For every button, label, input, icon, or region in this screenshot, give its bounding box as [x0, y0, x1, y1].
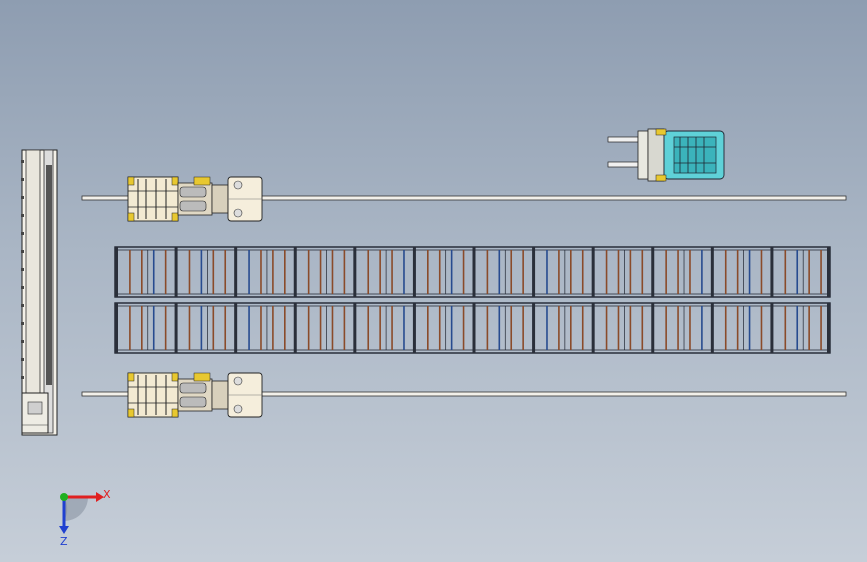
- rack-post: [770, 303, 774, 353]
- rack-post: [412, 303, 416, 353]
- rack-post: [827, 247, 830, 297]
- rack-post: [412, 247, 416, 297]
- rack-post: [710, 303, 714, 353]
- rack-post: [651, 247, 655, 297]
- bottom-linear-rail: [81, 391, 847, 397]
- roller-rack-top: [114, 246, 831, 298]
- roller-rack-bottom: [114, 302, 831, 354]
- rack-post: [710, 247, 714, 297]
- track-bolt: [21, 196, 24, 199]
- rack-post: [174, 247, 178, 297]
- track-bolt: [21, 304, 24, 307]
- x-axis-label: X: [103, 488, 111, 501]
- track-bolt: [21, 178, 24, 181]
- rack-post: [293, 303, 297, 353]
- forklift[interactable]: [607, 128, 725, 182]
- track-bolt: [21, 250, 24, 253]
- track-bolt: [21, 232, 24, 235]
- track-bolt: [21, 322, 24, 325]
- track-bolt: [21, 286, 24, 289]
- rack-post: [472, 247, 476, 297]
- rack-post: [827, 303, 830, 353]
- rack-post: [353, 303, 357, 353]
- axis-triad: X Z: [59, 488, 111, 548]
- track-bolt: [21, 214, 24, 217]
- track-bolt: [21, 358, 24, 361]
- track-bolt: [21, 340, 24, 343]
- track-bolt: [21, 376, 24, 379]
- rack-post: [532, 247, 536, 297]
- rack-post: [174, 303, 178, 353]
- top-transfer-robot[interactable]: [127, 176, 263, 222]
- y-axis-dot: [60, 493, 68, 501]
- rack-post: [115, 247, 118, 297]
- track-bolt: [21, 160, 24, 163]
- rack-post: [472, 303, 476, 353]
- rack-post: [115, 303, 118, 353]
- rack-post: [651, 303, 655, 353]
- top-linear-rail: [81, 195, 847, 201]
- left-vertical-track: [21, 149, 58, 436]
- rack-post: [353, 247, 357, 297]
- rack-post: [293, 247, 297, 297]
- bottom-transfer-robot[interactable]: [127, 372, 263, 418]
- rack-post: [770, 247, 774, 297]
- rack-post: [591, 247, 595, 297]
- rack-post: [234, 247, 238, 297]
- rack-post: [591, 303, 595, 353]
- z-axis-label: Z: [60, 535, 68, 548]
- track-bolt: [21, 268, 24, 271]
- rack-post: [234, 303, 238, 353]
- rack-post: [532, 303, 536, 353]
